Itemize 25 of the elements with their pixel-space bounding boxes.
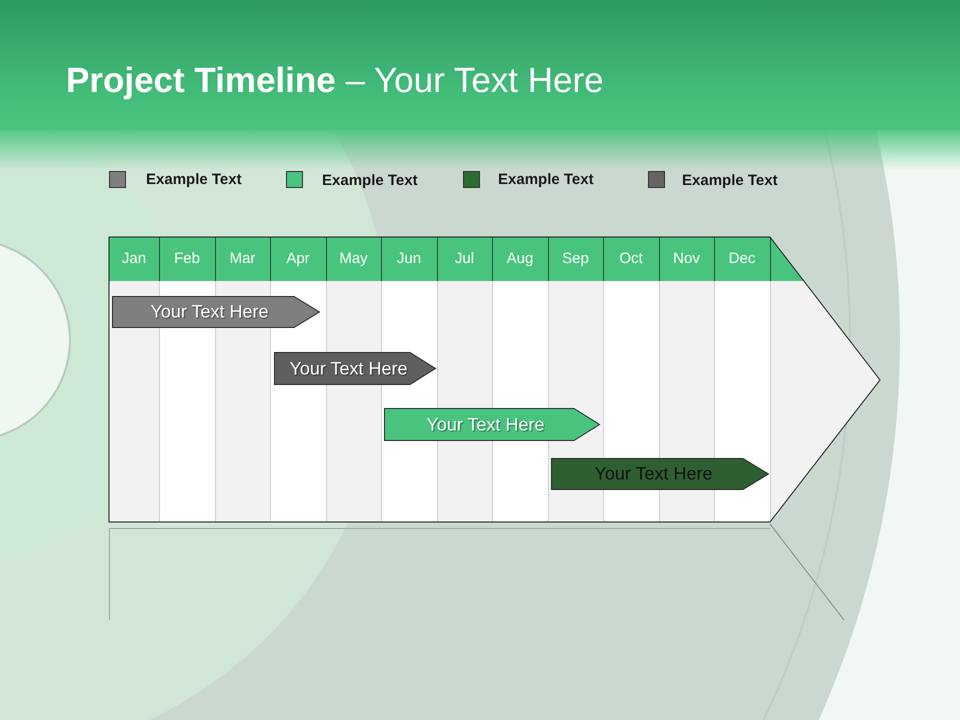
- month-label: Mar: [230, 249, 256, 269]
- month-label: Sep: [562, 249, 589, 269]
- month-label: Feb: [174, 249, 200, 269]
- bar-label: Your Text Here: [289, 358, 408, 379]
- legend-label: Example Text: [498, 171, 594, 188]
- month-label: Nov: [673, 249, 700, 269]
- bar-label: Your Text Here: [150, 302, 269, 322]
- timeline-bar: [551, 458, 769, 490]
- timeline-bar: [384, 408, 600, 441]
- month-label: Jul: [454, 249, 474, 269]
- timeline-bar: [274, 352, 436, 385]
- month-label: May: [339, 249, 368, 269]
- slide-title: Project Timeline – Your Text Here: [66, 60, 604, 102]
- bar-label: Your Text Here: [426, 414, 545, 435]
- timeline-bar: [112, 296, 320, 328]
- legend-label: Example Text: [682, 172, 778, 189]
- legend-label: Example Text: [322, 172, 418, 189]
- month-label: Oct: [619, 249, 643, 269]
- legend-label: Example Text: [146, 171, 242, 188]
- month-label: Jun: [396, 249, 422, 269]
- month-label: Jan: [122, 249, 146, 269]
- month-label: Aug: [506, 249, 534, 269]
- month-label: Apr: [286, 249, 310, 269]
- bar-label: Your Text Here: [594, 464, 713, 484]
- month-label: Dec: [728, 249, 756, 269]
